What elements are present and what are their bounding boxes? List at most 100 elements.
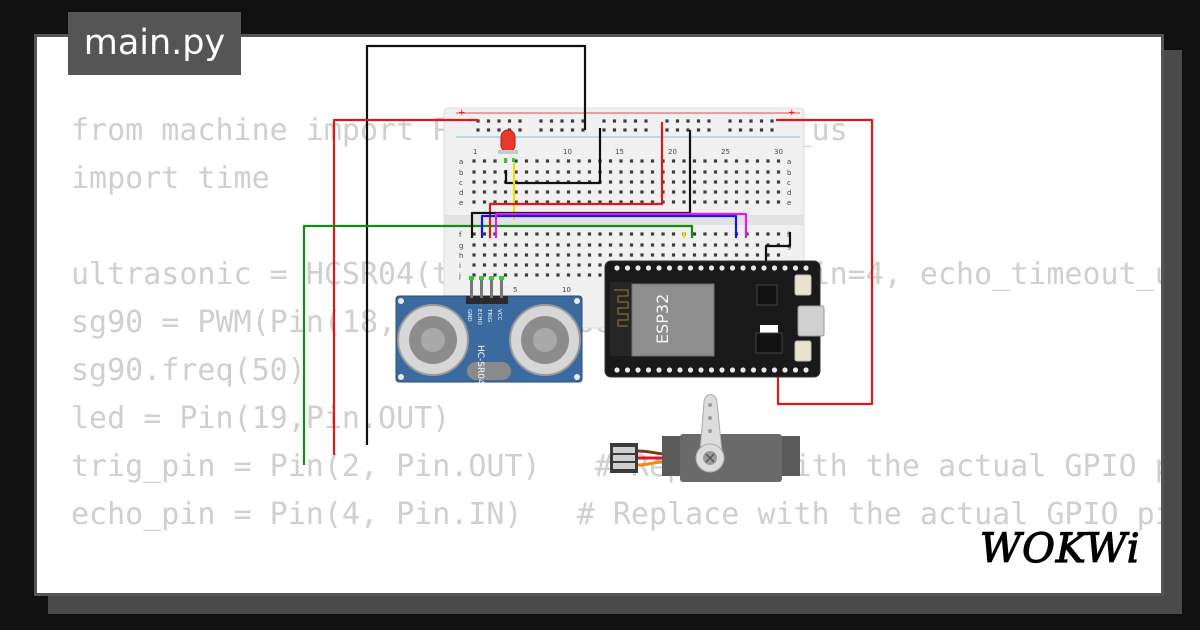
breadboard-hole: [608, 232, 613, 236]
wire-green-echo[interactable]: [302, 224, 694, 465]
breadboard-hole: [650, 232, 655, 236]
breadboard-hole: [682, 253, 686, 257]
led-body: [500, 129, 516, 153]
breadboard-hole: [577, 200, 581, 204]
breadboard-hole: [503, 190, 508, 194]
breadboard-hole: [545, 190, 550, 194]
wire-black-gnd[interactable]: [365, 44, 587, 445]
breadboard-hole: [724, 243, 728, 247]
breadboard-hole: [644, 119, 648, 123]
row-letter: b: [459, 169, 464, 177]
breadboard-hole: [724, 200, 728, 204]
breadboard-hole: [766, 180, 770, 184]
breadboard-hole: [623, 119, 627, 123]
boot-button[interactable]: [794, 274, 812, 296]
breadboard-hole: [472, 180, 476, 184]
breadboard-hole: [661, 232, 665, 236]
esp32-header-pin: [687, 367, 694, 373]
esp32-header-pin: [645, 367, 652, 373]
ultrasonic-sensor[interactable]: GND ECHO TRIG VCC HC-SR04: [395, 276, 583, 385]
breadboard-hole: [514, 243, 518, 247]
breadboard-hole: [703, 243, 707, 247]
breadboard-hole: [577, 253, 581, 257]
breadboard-hole: [524, 200, 529, 204]
pin-indicator: [479, 276, 484, 280]
breadboard-hole: [776, 190, 781, 194]
breadboard-hole: [759, 119, 764, 123]
breadboard-hole: [493, 190, 497, 194]
breadboard-hole: [587, 243, 592, 247]
breadboard-hole: [482, 200, 487, 204]
breadboard-hole: [713, 180, 718, 184]
column-number: 30: [774, 148, 783, 156]
breadboard-hole: [703, 190, 707, 194]
breadboard-hole: [734, 170, 739, 174]
breadboard-hole: [692, 253, 697, 257]
wire-black-led[interactable]: [504, 128, 602, 185]
wire-red-rail[interactable]: [488, 122, 664, 238]
breadboard-hole: [560, 128, 564, 132]
wire-black-esp[interactable]: [764, 232, 792, 262]
breadboard-hole: [703, 253, 707, 257]
breadboard-hole: [472, 263, 476, 267]
breadboard-hole: [608, 243, 613, 247]
breadboard-hole: [566, 263, 571, 267]
mount-hole: [574, 298, 580, 304]
breadboard-hole: [514, 263, 518, 267]
wire-red-vcc[interactable]: [332, 118, 478, 455]
breadboard-hole: [514, 232, 518, 236]
breadboard-hole: [755, 159, 760, 163]
esp32-header-pin: [740, 265, 746, 271]
breadboard-hole: [671, 243, 676, 247]
code-line: led = Pin(19,Pin.OUT): [71, 401, 451, 436]
reset-button[interactable]: [794, 340, 812, 362]
breadboard-hole: [570, 128, 575, 132]
breadboard-hole: [623, 128, 627, 132]
wire-red-esp[interactable]: [776, 118, 874, 406]
breadboard-hole: [724, 159, 728, 163]
servo-motor[interactable]: [610, 394, 800, 483]
red-led[interactable]: [498, 129, 518, 162]
breadboard-hole: [703, 159, 707, 163]
breadboard-hole: [619, 159, 623, 163]
wire-blue-trig[interactable]: [480, 214, 738, 238]
breadboard-hole: [581, 128, 585, 132]
breadboard-hole: [549, 128, 554, 132]
breadboard-hole: [556, 263, 560, 267]
pin-indicator: [499, 276, 504, 280]
breadboard-hole: [608, 253, 613, 257]
esp32-header-pin: [698, 367, 704, 373]
usb-port[interactable]: [797, 305, 825, 337]
sensor-pin: [500, 278, 503, 298]
breadboard-hole: [724, 170, 728, 174]
esp32-header-pin: [656, 367, 662, 373]
esp32-board[interactable]: ESP32: [604, 260, 825, 378]
esp32-header-pin: [666, 265, 673, 271]
breadboard-hole: [640, 159, 644, 163]
esp32-header-pin: [698, 265, 704, 271]
breadboard-hole: [738, 128, 743, 132]
file-tab[interactable]: main.py: [68, 12, 241, 75]
column-number: 20: [668, 148, 677, 156]
breadboard-hole: [472, 273, 476, 277]
breadboard-hole: [671, 170, 676, 174]
wire-magenta[interactable]: [494, 212, 748, 238]
logo-text: WOKWi: [980, 526, 1141, 572]
breadboard-hole: [535, 159, 539, 163]
breadboard-hole: [755, 253, 760, 257]
breadboard-hole: [560, 119, 564, 123]
mount-hole: [574, 374, 580, 380]
breadboard-hole: [472, 243, 476, 247]
breadboard-hole: [682, 159, 686, 163]
breadboard-hole: [577, 273, 581, 277]
breadboard-hole: [671, 253, 676, 257]
breadboard-hole: [671, 200, 676, 204]
breadboard-hole: [692, 200, 697, 204]
breadboard-hole: [566, 200, 571, 204]
breadboard-hole: [577, 232, 581, 236]
servo-ear-right: [780, 436, 800, 476]
sensor-model-label: HC-SR04: [475, 345, 485, 385]
servo-wire-brown: [637, 449, 665, 456]
breadboard-hole: [665, 119, 669, 123]
wires: [302, 44, 874, 465]
